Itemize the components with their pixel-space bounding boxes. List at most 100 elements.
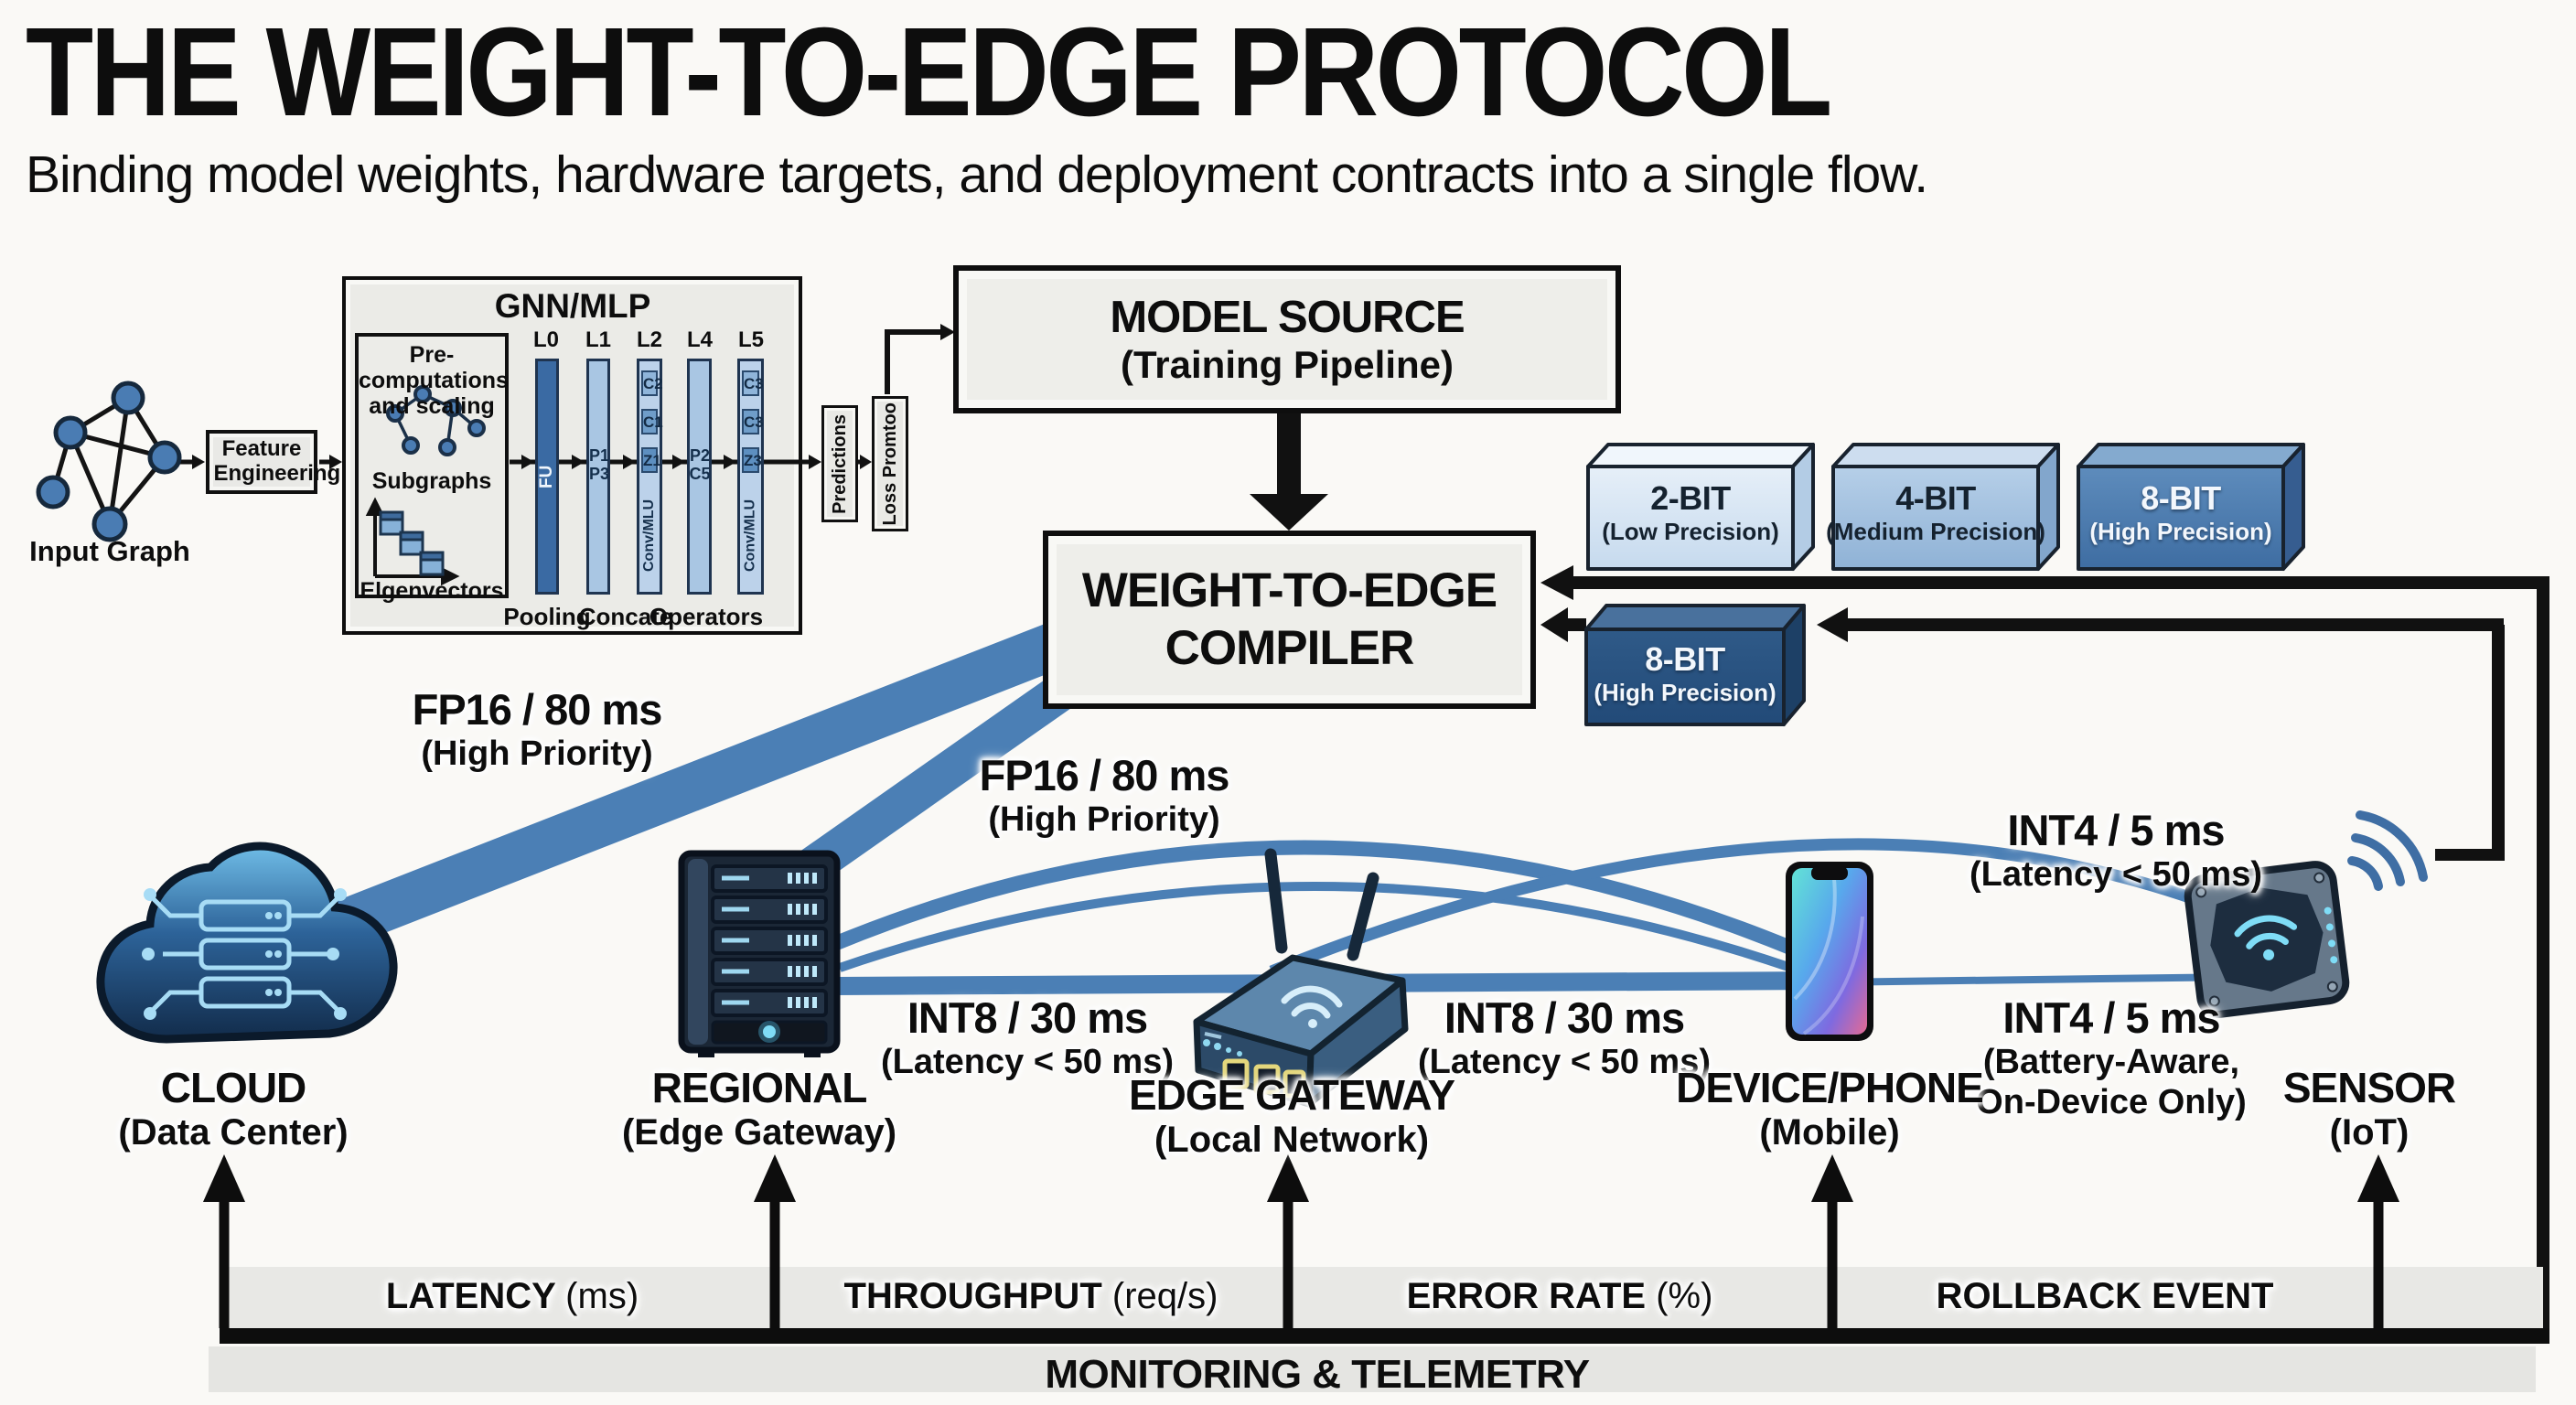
layer-l4-line2: C5 [689,464,711,483]
precision-blocks [1584,443,2305,726]
layer-l2-seg2: C1 [641,409,663,434]
precision-4bit-sub: (Medium Precision) [1826,518,2045,545]
loss-label: Loss Promtoo [879,402,900,526]
precision-8bit-selected-label: 8-BIT (High Precision) [1594,640,1776,707]
subgraph-icon [386,385,486,456]
precision-block-8bit [2077,443,2305,571]
link-label-int4-bottom: INT4 / 5 ms (Battery-Aware, On-Device On… [1960,992,2262,1122]
device-regional-name: REGIONAL [651,1064,868,1111]
router-icon [1193,848,1409,1108]
link-regional-qualifier: (High Priority) [988,800,1220,839]
device-label-gateway: EDGE GATEWAY (Local Network) [1128,1070,1455,1161]
metric-throughput: THROUGHPUT (req/s) [844,1276,1218,1317]
arc-regional-to-phone-2 [838,882,1793,972]
link-int4-bottom-value: INT4 / 5 ms [2002,993,2220,1042]
link-int8-left-qualifier: (Latency < 50 ms) [881,1043,1174,1081]
telemetry-bar [209,1346,2536,1392]
device-phone-name: DEVICE/PHONE [1676,1064,1984,1111]
feature-engineering-box: Feature Engineering [206,430,341,494]
layer-l2-footer: Conv/MLU [641,499,657,572]
device-label-cloud: CLOUD (Data Center) [118,1063,348,1153]
precision-2bit-title: 2-BIT [1650,479,1731,517]
link-label-regional: FP16 / 80 ms (High Priority) [979,750,1230,841]
precision-8bit-selected-title: 8-BIT [1645,640,1725,678]
link-regional-value: FP16 / 80 ms [979,751,1230,799]
metric-throughput-name: THROUGHPUT [843,1276,1102,1316]
link-int4-top-value: INT4 / 5 ms [2007,806,2225,854]
router-antennas [1264,848,1379,961]
device-gateway-name: EDGE GATEWAY [1128,1071,1455,1119]
input-graph-icon [36,381,182,542]
model-source-title: MODEL SOURCE [1110,293,1465,342]
precision-block-2bit [1586,443,1815,571]
page-subtitle: Binding model weights, hardware targets,… [26,145,1928,204]
metric-latency-unit: (ms) [565,1276,639,1316]
layer-column-l4: P2 C5 [687,359,712,595]
layer-l2-seg1: C2 [641,370,663,396]
bus-line [220,1328,2549,1344]
feedback-loop-lines [1540,565,2549,1344]
link-cloud-qualifier: (High Priority) [421,735,653,773]
layer-column-l0: FU [535,359,559,595]
link-int8-right-value: INT8 / 30 ms [1444,993,1685,1042]
feedback-inner-vertical [2492,625,2505,861]
metric-throughput-unit: (req/s) [1111,1276,1218,1316]
telemetry-up-arrows [203,1154,2399,1328]
link-label-int4-top: INT4 / 5 ms (Latency < 50 ms) [1970,805,2262,896]
metric-error-rate-name: ERROR RATE [1406,1276,1647,1316]
pooling-label: Pooling [503,603,591,630]
layer-l5-seg1: C3 [742,370,764,396]
telemetry-bar-label: MONITORING & TELEMETRY [1045,1352,1590,1397]
device-label-phone: DEVICE/PHONE (Mobile) [1676,1063,1984,1153]
device-gateway-sub: (Local Network) [1154,1120,1430,1160]
feedback-inner-horizontal [1848,618,2504,631]
device-cloud-sub: (Data Center) [118,1112,349,1153]
arc-regional-to-phone [831,840,1798,957]
gnn-box-title: GNN/MLP [494,287,651,325]
band-compiler-to-cloud [263,606,1105,974]
feature-engineering-label: Feature Engineering [213,436,341,486]
layer-id-l4: L4 [686,327,714,352]
layer-id-l5: L5 [737,327,765,352]
model-to-compiler-arrow [1250,413,1328,531]
precision-4bit-label: 4-BIT (Medium Precision) [1826,479,2045,546]
precision-8bit-label: 8-BIT (High Precision) [2089,479,2271,546]
model-source-box: MODEL SOURCE (Training Pipeline) [953,265,1621,413]
metric-rollback-name: ROLLBACK EVENT [1936,1276,2274,1316]
link-cloud-value: FP16 / 80 ms [412,685,663,734]
link-int8-left-value: INT8 / 30 ms [907,993,1148,1042]
predictions-box: Predictions [821,405,858,522]
precision-4bit-title: 4-BIT [1895,479,1976,517]
precision-2bit-label: 2-BIT (Low Precision) [1602,479,1779,546]
wifi-icon [2347,810,2428,891]
line-phone-to-sensor [1821,973,2244,986]
layer-id-l2: L2 [636,327,663,352]
layer-l0-text: FU [537,465,556,488]
feedback-inner-stub-to-sensor [2435,849,2505,861]
eigenvectors-label: Elgenvectors [360,578,504,604]
monitoring-bus [203,1154,2549,1392]
layer-l4-line1: P2 [689,446,711,465]
compiler-title-line1: WEIGHT-TO-EDGE [1081,563,1497,617]
device-sensor-sub: (IoT) [2329,1112,2410,1153]
precision-2bit-sub: (Low Precision) [1602,518,1779,545]
server-rack-icon [678,850,841,1057]
precision-8bit-title: 8-BIT [2141,479,2221,517]
layer-l1-line1: P1 [588,446,610,465]
link-label-int8-left: INT8 / 30 ms (Latency < 50 ms) [881,992,1174,1083]
layer-l5-footer: Conv/MLU [742,499,758,572]
cloud-datacenter-icon [96,842,398,1044]
layer-id-l0: L0 [532,327,560,352]
precision-8bit-sub: (High Precision) [2089,518,2272,545]
layer-l2-seg3: Z1 [641,447,661,473]
feedback-outer-horizontal [1573,576,2549,589]
model-source-subtitle: (Training Pipeline) [1120,343,1454,386]
device-cloud-name: CLOUD [160,1064,307,1111]
operators-label: Operators [649,603,764,630]
link-int8-right-qualifier: (Latency < 50 ms) [1418,1043,1711,1081]
metric-latency: LATENCY (ms) [386,1276,639,1317]
layer-column-l5: C3 C3 Z3 Conv/MLU [737,359,764,595]
layer-l1-line2: P3 [588,464,610,483]
metric-rollback: ROLLBACK EVENT [1937,1276,2274,1317]
